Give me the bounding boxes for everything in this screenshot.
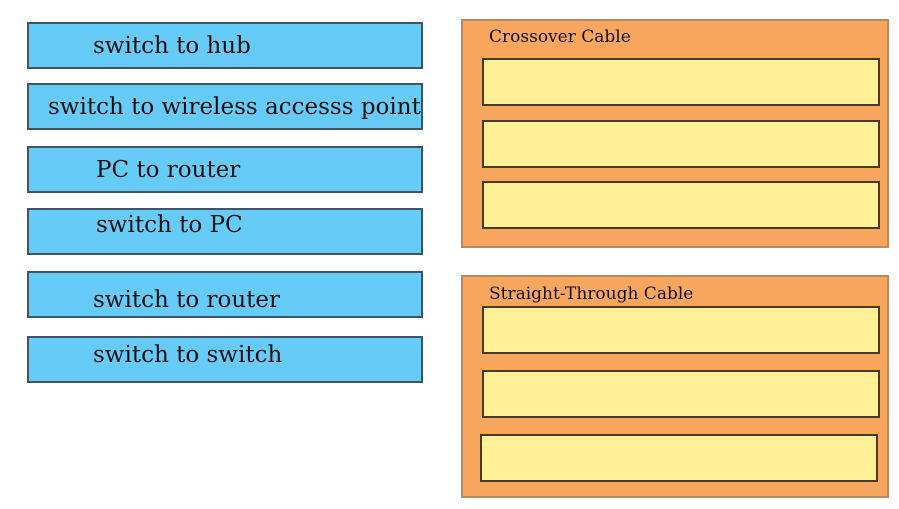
drag-item-label: switch to router xyxy=(93,287,280,313)
drag-item-switch-to-switch[interactable]: switch to switch xyxy=(27,336,423,383)
drag-item-switch-to-pc[interactable]: switch to PC xyxy=(27,208,423,255)
crossover-drop-slot-3[interactable] xyxy=(482,181,880,229)
crossover-drop-slot-2[interactable] xyxy=(482,120,880,168)
drag-item-label: switch to wireless accesss point xyxy=(48,94,421,120)
drag-item-switch-to-wireless-access-point[interactable]: switch to wireless accesss point xyxy=(27,83,423,130)
crossover-cable-group: Crossover Cable xyxy=(461,19,889,248)
straight-through-cable-title: Straight-Through Cable xyxy=(489,284,694,304)
drag-item-pc-to-router[interactable]: PC to router xyxy=(27,146,423,193)
straight-through-drop-slot-3[interactable] xyxy=(480,434,878,482)
drag-item-label: switch to PC xyxy=(96,212,243,238)
crossover-drop-slot-1[interactable] xyxy=(482,58,880,106)
straight-through-cable-group: Straight-Through Cable xyxy=(461,275,889,498)
straight-through-drop-slot-2[interactable] xyxy=(482,370,880,418)
drag-item-label: switch to switch xyxy=(93,342,283,368)
drag-item-label: PC to router xyxy=(96,157,241,183)
drag-item-switch-to-router[interactable]: switch to router xyxy=(27,271,423,318)
crossover-cable-title: Crossover Cable xyxy=(489,27,631,47)
drag-item-switch-to-hub[interactable]: switch to hub xyxy=(27,22,423,69)
straight-through-drop-slot-1[interactable] xyxy=(482,306,880,354)
drag-item-label: switch to hub xyxy=(93,33,251,59)
